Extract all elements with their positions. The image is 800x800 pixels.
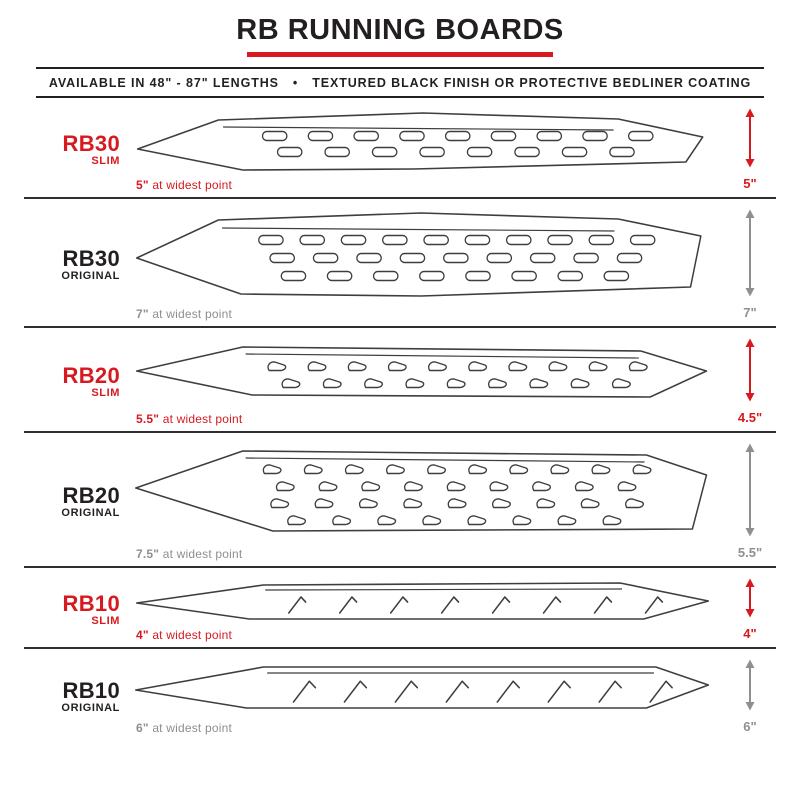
width-note: 4" at widest point	[136, 628, 714, 642]
board-column: 7" at widest point	[130, 208, 724, 321]
product-row-rb20-original: RB20 ORIGINAL 7.5" at widest point 5.5"	[24, 433, 776, 568]
board-drawing	[132, 658, 714, 718]
title-underline	[247, 52, 553, 57]
subtitle-right: TEXTURED BLACK FINISH OR PROTECTIVE BEDL…	[312, 76, 752, 90]
height-arrow	[739, 108, 761, 173]
width-value: 4"	[136, 628, 149, 642]
width-note-text: at widest point	[152, 178, 233, 192]
page-title: RB RUNNING BOARDS	[236, 14, 564, 46]
height-arrow-svg	[745, 443, 755, 537]
bottom-rule	[36, 96, 764, 98]
board-drawing-svg	[136, 112, 704, 171]
height-arrow-svg	[745, 108, 755, 168]
measure-column: 6"	[724, 659, 776, 734]
height-label: 5.5"	[737, 545, 763, 560]
measure-column: 7"	[724, 209, 776, 320]
model-variant: ORIGINAL	[61, 507, 120, 520]
model-variant: ORIGINAL	[61, 270, 120, 283]
board-drawing-svg	[135, 450, 708, 532]
board-drawing	[132, 442, 714, 544]
model-variant: SLIM	[91, 615, 120, 628]
width-note: 7.5" at widest point	[136, 547, 714, 561]
height-label: 5"	[743, 176, 757, 191]
measure-column: 4.5"	[724, 338, 776, 425]
product-row-rb20-slim: RB20 SLIM 5.5" at widest point 4.5"	[24, 328, 776, 433]
board-drawing	[132, 337, 714, 409]
model-variant: SLIM	[91, 155, 120, 168]
height-arrow	[739, 443, 761, 542]
board-drawing	[132, 577, 714, 625]
subtitle-left: AVAILABLE IN 48" - 87" LENGTHS	[48, 76, 279, 90]
height-arrow	[739, 578, 761, 623]
width-note: 6" at widest point	[136, 721, 714, 735]
width-note: 7" at widest point	[136, 307, 714, 321]
width-note-text: at widest point	[152, 721, 233, 735]
height-arrow	[739, 338, 761, 407]
height-label: 4"	[743, 626, 757, 641]
product-row-rb30-slim: RB30 SLIM 5" at widest point 5"	[24, 98, 776, 199]
height-arrow-svg	[745, 578, 755, 618]
height-arrow-svg	[745, 338, 755, 402]
width-value: 5.5"	[136, 412, 160, 426]
board-drawing-svg	[135, 346, 708, 398]
model-variant: ORIGINAL	[61, 702, 120, 715]
product-row-rb10-original: RB10 ORIGINAL 6" at widest point 6"	[24, 649, 776, 740]
subtitle-bullet: •	[292, 76, 299, 90]
height-arrow	[739, 659, 761, 716]
subtitle: AVAILABLE IN 48" - 87" LENGTHS • TEXTURED …	[0, 69, 800, 96]
measure-column: 4"	[724, 578, 776, 641]
measure-column: 5.5"	[724, 443, 776, 560]
top-rule	[36, 67, 764, 69]
width-value: 7.5"	[136, 547, 160, 561]
product-row-rb30-original: RB30 ORIGINAL 7" at widest point 7"	[24, 199, 776, 328]
width-note-text: at widest point	[152, 307, 233, 321]
model-name: RB30	[62, 245, 120, 271]
measure-column: 5"	[724, 108, 776, 191]
label-column: RB20 ORIGINAL	[24, 484, 130, 519]
width-note: 5.5" at widest point	[136, 412, 714, 426]
height-label: 6"	[743, 719, 757, 734]
model-name: RB20	[62, 482, 120, 508]
board-drawing-svg	[135, 666, 710, 709]
board-drawing-svg	[135, 582, 710, 620]
model-name: RB30	[62, 130, 120, 156]
width-note-text: at widest point	[152, 628, 233, 642]
label-column: RB20 SLIM	[24, 364, 130, 399]
label-column: RB30 SLIM	[24, 132, 130, 167]
board-column: 5" at widest point	[130, 107, 724, 192]
width-value: 7"	[136, 307, 149, 321]
board-column: 7.5" at widest point	[130, 442, 724, 561]
width-value: 6"	[136, 721, 149, 735]
board-column: 6" at widest point	[130, 658, 724, 735]
board-column: 4" at widest point	[130, 577, 724, 642]
label-column: RB10 SLIM	[24, 592, 130, 627]
product-row-rb10-slim: RB10 SLIM 4" at widest point 4"	[24, 568, 776, 649]
width-value: 5"	[136, 178, 149, 192]
product-rows: RB30 SLIM 5" at widest point 5" RB30 ORI…	[24, 98, 776, 740]
model-name: RB20	[62, 362, 120, 388]
model-name: RB10	[62, 677, 120, 703]
height-label: 4.5"	[737, 410, 763, 425]
width-note: 5" at widest point	[136, 178, 714, 192]
height-arrow	[739, 209, 761, 302]
label-column: RB30 ORIGINAL	[24, 247, 130, 282]
board-drawing-svg	[135, 212, 702, 297]
board-drawing	[132, 107, 714, 175]
board-column: 5.5" at widest point	[130, 337, 724, 426]
board-drawing	[132, 208, 714, 304]
label-column: RB10 ORIGINAL	[24, 679, 130, 714]
height-arrow-svg	[745, 209, 755, 297]
height-label: 7"	[743, 305, 757, 320]
width-note-text: at widest point	[162, 547, 243, 561]
model-name: RB10	[62, 590, 120, 616]
width-note-text: at widest point	[162, 412, 243, 426]
model-variant: SLIM	[91, 387, 120, 400]
height-arrow-svg	[745, 659, 755, 711]
